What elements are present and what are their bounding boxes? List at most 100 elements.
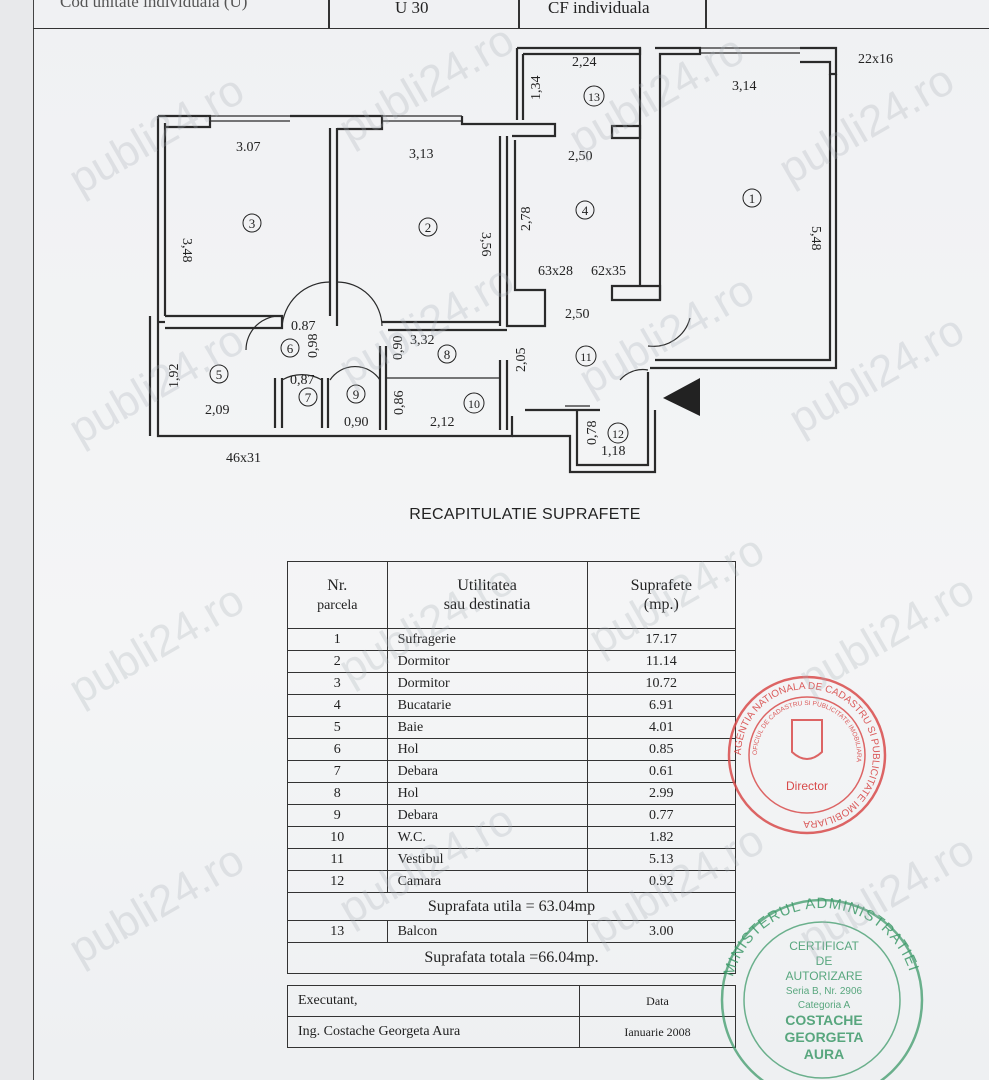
dim-label: 0.87	[291, 319, 316, 334]
stamp-ring-text: AGENTIA NATIONALA DE CADASTRU SI PUBLICI…	[733, 681, 881, 829]
balcon-row: 13 Balcon 3.00	[287, 920, 737, 943]
row-area: 17.17	[586, 628, 737, 651]
stamp-line: AURA	[804, 1046, 844, 1062]
floor-plan: 3.07 3,13 2,24 1,34 3,14 22x16 3,48 3,56…	[148, 46, 893, 474]
svg-text:OFICIUL DE CADASTRU SI PUBLICI: OFICIUL DE CADASTRU SI PUBLICITATE IMOBI…	[752, 700, 862, 763]
row-number: 1	[287, 628, 388, 651]
header-unit-code: Cod unitate individuala (U)	[60, 0, 248, 11]
dim-label: 0,86	[392, 391, 407, 416]
room-number: 13	[583, 85, 605, 107]
stamp-line: GEORGETA	[784, 1029, 863, 1045]
watermark: publi24.ro	[60, 575, 253, 715]
data-label: Data	[579, 985, 736, 1017]
plan-walls	[148, 46, 838, 474]
dim-label: 5,48	[808, 226, 823, 251]
header-strip	[33, 0, 989, 29]
suprafata-totala: Suprafata totala =66.04mp.	[287, 942, 736, 974]
watermark: publi24.ro	[790, 825, 983, 965]
date-value: Ianuarie 2008	[579, 1016, 736, 1048]
dim-label: 1,34	[529, 76, 544, 101]
dim-label: 3,56	[478, 232, 493, 257]
row-area: 10.72	[586, 672, 737, 695]
row-number: 2	[287, 650, 388, 673]
row-destination: Baie	[386, 716, 588, 739]
plan-dimensions: 3.07 3,13 2,24 1,34 3,14 22x16 3,48 3,56…	[167, 52, 893, 466]
header-divider	[705, 0, 707, 28]
row-area: 4.01	[586, 716, 737, 739]
row-destination: Vestibul	[386, 848, 588, 871]
stamp-line: COSTACHE	[785, 1012, 863, 1028]
stamp-ring-text: MINISTERUL ADMINISTRATIEI	[720, 895, 921, 978]
utila-row: Suprafata utila = 63.04mp	[287, 892, 736, 921]
room-number: 2	[418, 217, 438, 237]
stamp-line: Categoria A	[798, 1000, 851, 1011]
stamp-line: DE	[816, 954, 833, 968]
executant-label: Executant,	[287, 985, 580, 1017]
svg-text:1: 1	[749, 191, 756, 206]
dim-label: 63x28	[538, 264, 573, 279]
row-area: 0.61	[586, 760, 737, 783]
svg-text:7: 7	[305, 390, 312, 405]
header-cf: CF individuala	[548, 0, 650, 17]
row-destination: Bucatarie	[386, 694, 588, 717]
dim-label: 3,14	[732, 79, 757, 94]
room-number: 8	[437, 344, 457, 364]
svg-text:AGENTIA NATIONALA DE CADASTRU: AGENTIA NATIONALA DE CADASTRU SI PUBLICI…	[733, 681, 881, 829]
room-number: 3	[242, 213, 262, 233]
door-arcs	[245, 281, 691, 381]
row-number: 3	[287, 672, 388, 695]
dim-label: 0,90	[391, 336, 406, 361]
stamp-line: CERTIFICAT	[789, 939, 859, 953]
stamp-line: AUTORIZARE	[785, 969, 862, 983]
room-number: 10	[463, 392, 485, 414]
stamp-inner-text: OFICIUL DE CADASTRU SI PUBLICITATE IMOBI…	[752, 700, 862, 763]
coat-of-arms-icon	[791, 719, 823, 760]
row-destination: Hol	[386, 782, 588, 805]
svg-text:12: 12	[612, 427, 624, 441]
dim-label: 22x16	[858, 52, 893, 67]
dim-label: 62x35	[591, 264, 626, 279]
authorization-stamp: MINISTERUL ADMINISTRATIEI CERTIFICAT DE …	[720, 895, 924, 1080]
totala-row: Suprafata totala =66.04mp.	[287, 942, 736, 974]
room-number: 11	[575, 345, 597, 367]
row-number: 6	[287, 738, 388, 761]
svg-text:8: 8	[444, 347, 451, 362]
row-destination: Hol	[386, 738, 588, 761]
row-number: 4	[287, 694, 388, 717]
dim-label: 2,05	[514, 348, 529, 373]
dim-label: 2,50	[568, 149, 593, 164]
row-destination: Sufragerie	[386, 628, 588, 651]
row-area: 0.85	[586, 738, 737, 761]
header-divider	[328, 0, 330, 28]
room-number: 1	[742, 188, 762, 208]
row-destination: Debara	[386, 804, 588, 827]
page-left-margin	[0, 0, 34, 1080]
dim-label: 2,09	[205, 403, 230, 418]
row-number: 8	[287, 782, 388, 805]
suprafata-utila: Suprafata utila = 63.04mp	[287, 892, 736, 921]
signature-table: Executant, Data Ing. Costache Georgeta A…	[287, 985, 736, 1048]
dim-label: 3,13	[409, 147, 434, 162]
dim-label: 46x31	[226, 451, 261, 466]
row-destination: Balcon	[386, 920, 588, 943]
dim-label: 0,90	[344, 415, 369, 430]
cadastre-stamp: AGENTIA NATIONALA DE CADASTRU SI PUBLICI…	[727, 675, 887, 835]
dim-label: 3,48	[179, 238, 194, 263]
room-number: 7	[298, 387, 318, 407]
header-unit-id: U 30	[395, 0, 429, 17]
row-destination: Camara	[386, 870, 588, 893]
row-number: 12	[287, 870, 388, 893]
row-area: 11.14	[586, 650, 737, 673]
svg-text:13: 13	[588, 90, 600, 104]
svg-text:10: 10	[468, 397, 480, 411]
svg-text:3: 3	[249, 216, 256, 231]
